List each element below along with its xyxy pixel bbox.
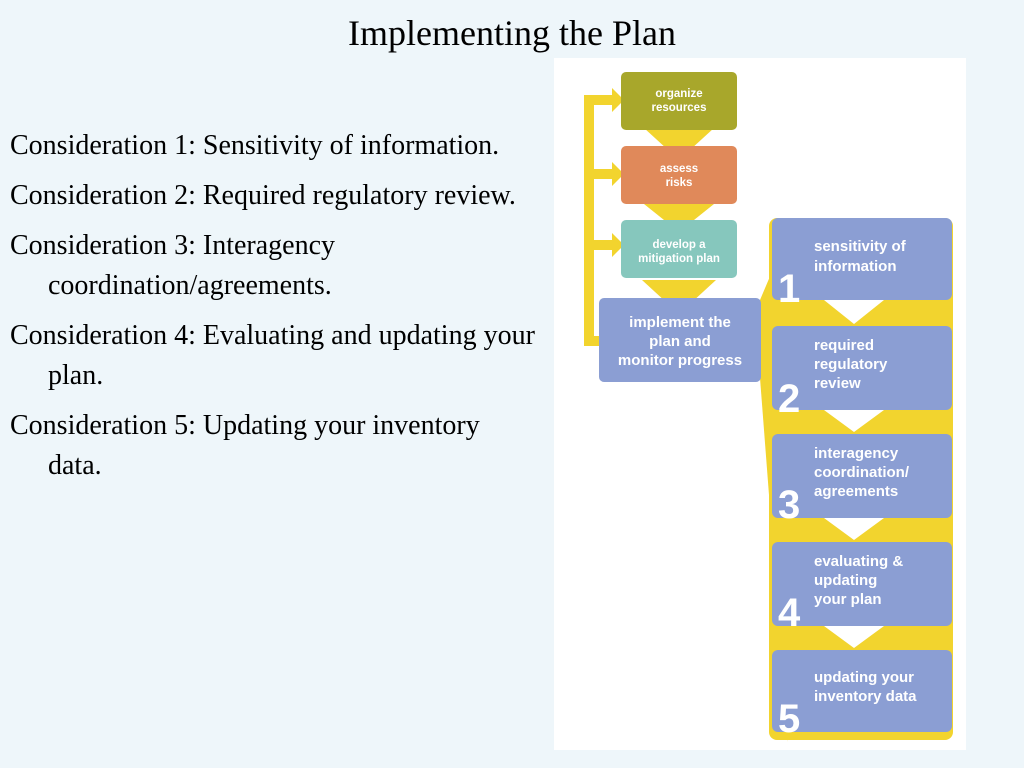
step-3-line-1: interagency [814, 445, 899, 462]
step-arrow-4 [824, 626, 884, 648]
step-1-rect [772, 218, 952, 300]
consideration-1: Consideration 1: Sensitivity of informat… [10, 130, 500, 161]
step-3-line-3: agreements [814, 483, 898, 500]
step-arrow-1 [824, 300, 884, 324]
feedback-arrow-3 [612, 233, 624, 257]
consideration-4: Consideration 4: Evaluating and updating… [10, 320, 535, 391]
step-3-number: 3 [778, 483, 800, 527]
box-implement-rect [599, 298, 761, 382]
considerations-list: Consideration 1: Sensitivity of informat… [10, 126, 540, 496]
feedback-line-2 [584, 169, 618, 179]
step-4-line-2: updating [814, 572, 877, 589]
step-2-box: 2 required regulatory review [772, 326, 952, 421]
consideration-3: Consideration 3: Interagency coordinatio… [10, 230, 336, 301]
process-diagram: organize resources assess risks develop … [554, 58, 966, 750]
feedback-line-3 [584, 240, 618, 250]
box-develop-rect [621, 220, 737, 278]
step-5-line-2: inventory data [814, 688, 917, 705]
step-4-line-1: evaluating & [814, 553, 903, 570]
step-5-number: 5 [778, 697, 800, 741]
step-2-line-3: review [814, 375, 861, 392]
box-implement-line-3: monitor progress [618, 352, 742, 369]
arrow-down-1 [644, 128, 714, 160]
feedback-line-1 [584, 95, 618, 105]
step-3-box: 3 interagency coordination/ agreements [772, 434, 952, 527]
box-organize-line-2: resources [652, 102, 707, 114]
step-2-rect [772, 326, 952, 410]
step-arrows [824, 300, 884, 648]
step-arrow-3 [824, 518, 884, 540]
box-assess-line-1: assess [660, 163, 698, 175]
box-implement-line-1: implement the [629, 314, 731, 331]
feedback-loop [584, 88, 624, 346]
step-5-rect [772, 650, 952, 732]
step-3-line-2: coordination/ [814, 464, 910, 481]
step-1-line-2: information [814, 258, 897, 275]
step-arrow-2 [824, 410, 884, 432]
step-1-number: 1 [778, 267, 800, 311]
feedback-line-vertical [584, 98, 594, 344]
box-develop-line-2: mitigation plan [638, 253, 720, 265]
feedback-line-bottom [584, 336, 604, 346]
step-2-number: 2 [778, 377, 800, 421]
box-organize: organize resources [621, 72, 737, 130]
arrow-down-3 [642, 280, 716, 314]
consideration-5: Consideration 5: Updating your inventory… [10, 410, 480, 481]
box-develop: develop a mitigation plan [621, 220, 737, 278]
step-4-number: 4 [778, 591, 801, 635]
box-implement-line-2: plan and [649, 333, 711, 350]
step-4-rect [772, 542, 952, 626]
box-organize-line-1: organize [655, 88, 702, 100]
box-assess: assess risks [621, 146, 737, 204]
box-develop-line-1: develop a [652, 239, 706, 251]
arrow-down-2 [644, 204, 714, 232]
consideration-2: Consideration 2: Required regulatory rev… [10, 180, 516, 211]
box-assess-line-2: risks [666, 177, 693, 189]
box-organize-rect [621, 72, 737, 130]
step-1-line-1: sensitivity of [814, 238, 907, 255]
slide-title: Implementing the Plan [348, 13, 676, 53]
process-arrows [642, 128, 716, 314]
process-diagram-svg: organize resources assess risks develop … [584, 72, 953, 742]
step-2-line-2: regulatory [814, 356, 888, 373]
step-5-line-1: updating your [814, 669, 914, 686]
box-assess-rect [621, 146, 737, 204]
feedback-arrow-1 [612, 88, 624, 112]
step-2-line-1: required [814, 337, 874, 354]
step-4-box: 4 evaluating & updating your plan [772, 542, 952, 635]
step-1-box: 1 sensitivity of information [772, 218, 952, 311]
feedback-arrow-2 [612, 162, 624, 186]
step-3-rect [772, 434, 952, 518]
box-implement: implement the plan and monitor progress [599, 298, 761, 382]
step-5-box: 5 updating your inventory data [772, 650, 952, 741]
step-4-line-3: your plan [814, 591, 882, 608]
